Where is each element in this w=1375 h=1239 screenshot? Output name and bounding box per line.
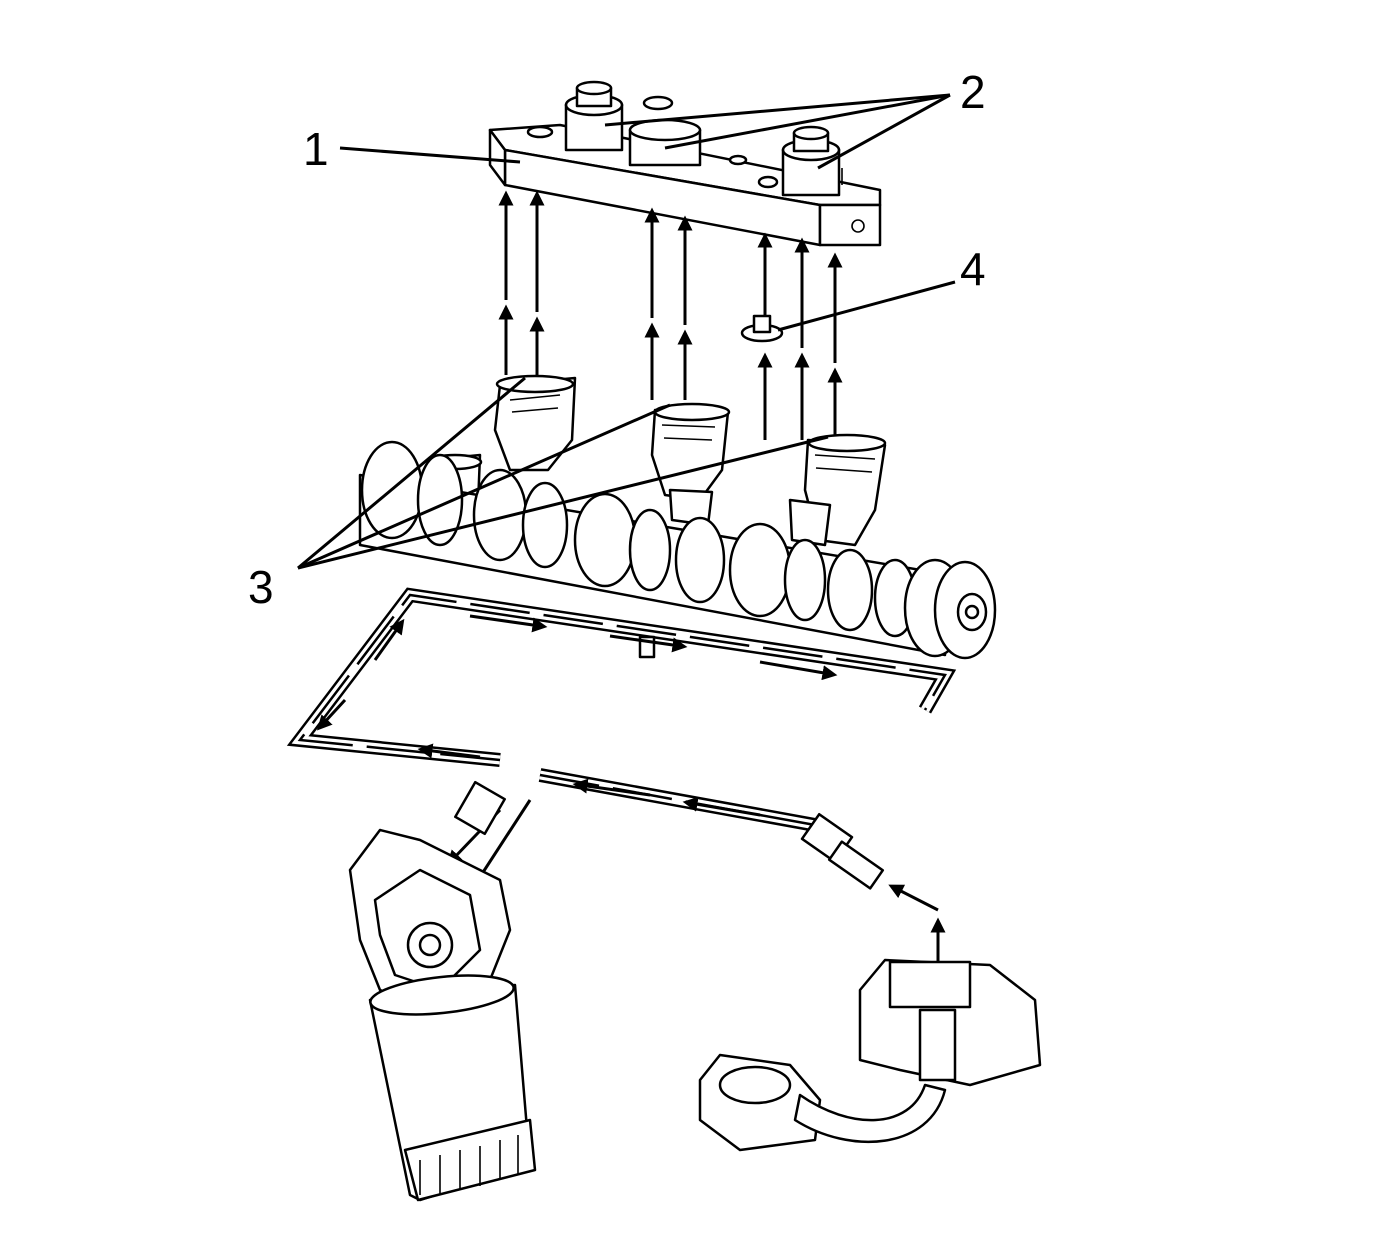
leader-lines <box>297 93 956 570</box>
callout-1: 1 <box>303 123 329 175</box>
callout-3: 3 <box>248 561 274 613</box>
lifter-pair-2 <box>650 402 731 527</box>
valve-lifters <box>427 374 887 547</box>
leader-4 <box>777 280 956 332</box>
guide-bolt <box>740 314 784 343</box>
camshaft <box>358 440 997 660</box>
leader-3c <box>297 435 829 570</box>
leader-3a <box>297 376 526 570</box>
leader-2c <box>817 93 951 170</box>
lifter-pair-3 <box>788 433 887 547</box>
callout-2: 2 <box>960 66 986 118</box>
leader-1 <box>339 146 521 164</box>
leader-2b <box>664 93 951 150</box>
callout-4: 4 <box>960 243 986 295</box>
oil-flow-circuit <box>286 587 957 890</box>
oil-filter-assembly <box>348 828 537 1202</box>
leader-3b <box>297 403 671 570</box>
oil-pump-assembly <box>698 884 1042 1152</box>
leader-2a <box>604 93 951 127</box>
oil-manifold-solenoids <box>564 80 843 197</box>
assembly-arrows <box>498 190 843 440</box>
